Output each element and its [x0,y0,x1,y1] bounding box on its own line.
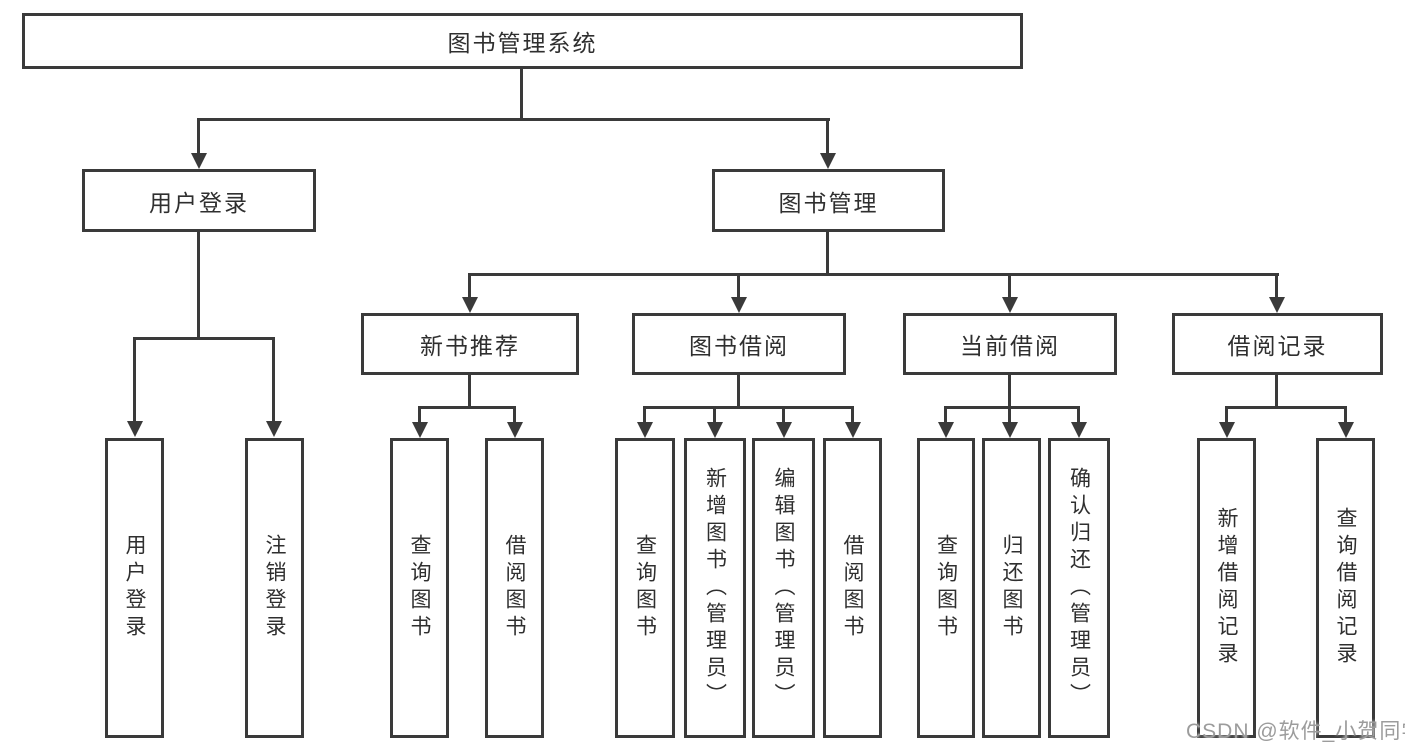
arrowhead-bb-edit [776,422,792,438]
connector-nbr-leaf2-stem [513,406,516,424]
connector-user-login-down [197,232,200,340]
leaf-label: 新增图书（管理员） [703,466,727,710]
connector-br-rail [1225,406,1347,409]
leaf-nbr-borrow-books: 借阅图书 [485,438,544,738]
connector-nbr-rail [418,406,516,409]
arrowhead-leaf-login [127,421,143,437]
connector-br-stem [1275,273,1278,299]
connector-cb-leaf3-stem [1077,406,1080,424]
connector-level2-rail [197,118,830,121]
connector-br-down [1275,375,1278,409]
connector-user-login-rail [133,337,275,340]
connector-bb-leaf4-stem [851,406,854,424]
leaf-label: 新增借阅记录 [1215,507,1238,669]
node-user-login: 用户登录 [82,169,316,232]
arrowhead-book-borrowing [731,297,747,313]
connector-root-stem [520,69,523,121]
leaf-label: 查询借阅记录 [1334,507,1357,669]
connector-book-mgmt-stem [826,118,829,154]
connector-cb-leaf2-stem [1008,406,1011,424]
csdn-watermark: CSDN @软件_小贺同学 [1186,720,1405,743]
leaf-br-add-record: 新增借阅记录 [1197,438,1256,738]
connector-bb-stem [737,273,740,299]
node-borrowing-records: 借阅记录 [1172,313,1383,375]
connector-bb-leaf1-stem [643,406,646,424]
leaf-bb-query-books: 查询图书 [615,438,675,738]
connector-nbr-stem [468,273,471,299]
connector-bb-leaf2-stem [713,406,716,424]
leaf-label: 编辑图书（管理员） [772,466,795,710]
arrowhead-bb-borrow [845,422,861,438]
node-book-management: 图书管理 [712,169,945,232]
leaf-label: 查询图书 [934,534,958,642]
arrowhead-br-query [1338,422,1354,438]
connector-cb-down [1008,375,1011,409]
arrowhead-cb-return [1002,422,1018,438]
arrowhead-borrowing-records [1269,297,1285,313]
connector-cb-stem [1008,273,1011,299]
leaf-cb-confirm-return-admin: 确认归还（管理员） [1048,438,1110,738]
leaf-label: 归还图书 [1000,534,1023,642]
node-current-borrowing: 当前借阅 [903,313,1117,375]
node-book-borrowing: 图书借阅 [632,313,846,375]
leaf-br-query-record: 查询借阅记录 [1316,438,1375,738]
leaf-cb-query-books: 查询图书 [917,438,975,738]
connector-bb-leaf3-stem [782,406,785,424]
leaf-label: 借阅图书 [841,534,864,642]
leaf-cb-return-books: 归还图书 [982,438,1041,738]
leaf-label: 确认归还（管理员） [1067,466,1091,710]
leaf-label: 查询图书 [408,534,431,642]
connector-cb-rail [944,406,1080,409]
arrowhead-nbr-query [412,422,428,438]
leaf-label: 注销登录 [263,534,286,642]
connector-user-login-stem [197,118,200,154]
arrowhead-new-book-recommend [462,297,478,313]
arrowhead-user-login [191,153,207,169]
node-root: 图书管理系统 [22,13,1023,69]
leaf-bb-add-books-admin: 新增图书（管理员） [684,438,746,738]
arrowhead-cb-confirm [1071,422,1087,438]
connector-bb-down [737,375,740,409]
arrowhead-book-mgmt [820,153,836,169]
connector-nbr-down [468,375,471,409]
arrowhead-cb-query [938,422,954,438]
connector-cb-leaf1-stem [944,406,947,424]
leaf-label: 查询图书 [633,534,657,642]
connector-leaf-logout-stem [272,337,275,423]
arrowhead-leaf-logout [266,421,282,437]
connector-level3-rail [468,273,1279,276]
connector-bb-rail [643,406,854,409]
leaf-nbr-query-books: 查询图书 [390,438,449,738]
leaf-logout-login: 注销登录 [245,438,304,738]
leaf-bb-edit-books-admin: 编辑图书（管理员） [752,438,815,738]
arrowhead-bb-query [637,422,653,438]
connector-br-leaf1-stem [1225,406,1228,424]
connector-book-mgmt-down [826,232,829,276]
arrowhead-nbr-borrow [507,422,523,438]
leaf-bb-borrow-books: 借阅图书 [823,438,882,738]
node-new-book-recommend: 新书推荐 [361,313,579,375]
connector-br-leaf2-stem [1344,406,1347,424]
arrowhead-br-add [1219,422,1235,438]
arrowhead-bb-add [707,422,723,438]
connector-leaf-login-stem [133,337,136,423]
connector-nbr-leaf1-stem [418,406,421,424]
arrowhead-current-borrowing [1002,297,1018,313]
leaf-user-login: 用户登录 [105,438,164,738]
leaf-label: 借阅图书 [503,534,526,642]
leaf-label: 用户登录 [123,534,146,642]
